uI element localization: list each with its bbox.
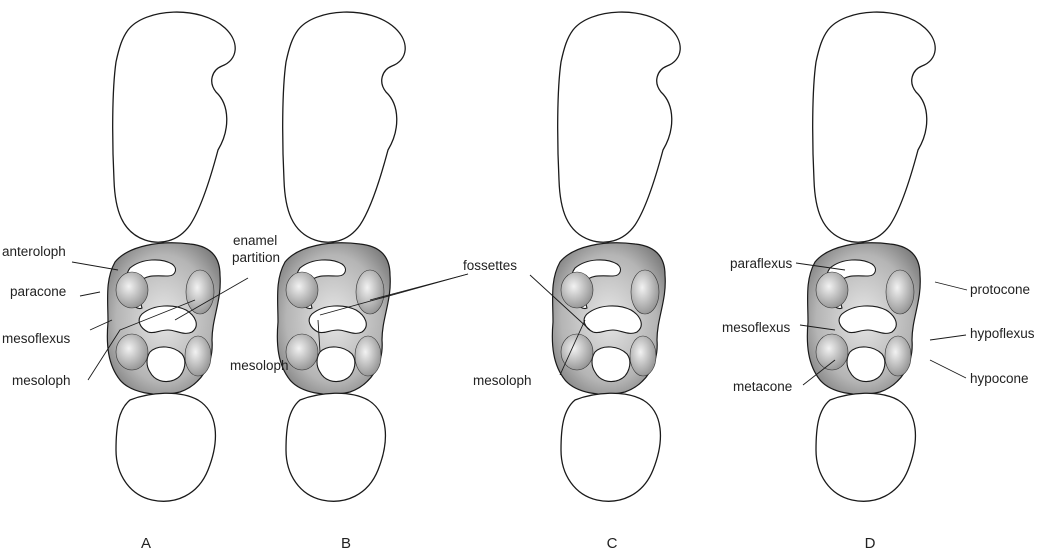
label-mesoloph-c: mesoloph: [473, 373, 532, 388]
panel-b: [277, 12, 405, 501]
label-enamel-a: enamel: [233, 233, 277, 248]
label-hypoflexus: hypoflexus: [970, 326, 1035, 341]
label-mesoloph-a: mesoloph: [12, 373, 71, 388]
panel-letter-d: D: [865, 535, 876, 552]
label-protocone: protocone: [970, 282, 1030, 297]
panel-letter-c: C: [607, 535, 618, 552]
panel-d: [807, 12, 935, 501]
label-metacone: metacone: [733, 379, 792, 394]
label-partition-a: partition: [232, 250, 280, 265]
panel-letter-b: B: [341, 535, 351, 552]
label-fossettes: fossettes: [463, 258, 517, 273]
panel-letter-a: A: [141, 535, 151, 552]
label-anteroloph-a: anteroloph: [2, 244, 66, 259]
label-mesoflexus-a: mesoflexus: [2, 331, 71, 346]
label-mesoloph-b: mesoloph: [230, 358, 289, 373]
label-hypocone: hypocone: [970, 371, 1029, 386]
label-paracone-a: paracone: [10, 284, 66, 299]
label-paraflexus: paraflexus: [730, 256, 793, 271]
panel-a: [107, 12, 235, 501]
label-mesoflexus-d: mesoflexus: [722, 320, 791, 335]
panel-c: [552, 12, 680, 501]
